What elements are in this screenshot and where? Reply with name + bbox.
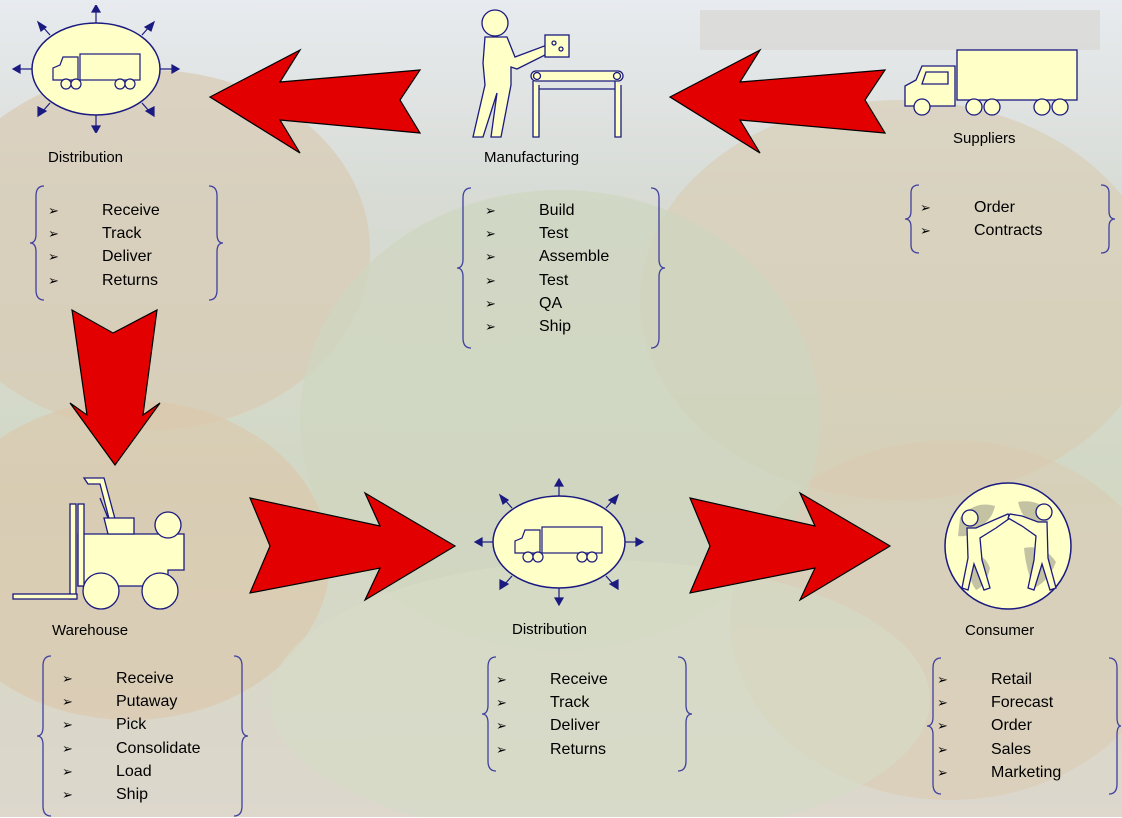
arrowhead-bullet-icon: ➢: [62, 787, 73, 803]
consumer-right-brace: [1108, 657, 1122, 795]
consumer-task-list: ➢Retail ➢Forecast ➢Order ➢Sales ➢Marketi…: [937, 668, 1061, 784]
arrowhead-bullet-icon: ➢: [937, 764, 948, 780]
list-item: ➢Track: [48, 222, 160, 245]
list-item: ➢Marketing: [937, 761, 1061, 784]
distribution-top-right-brace: [208, 185, 224, 301]
list-item: ➢Pick: [62, 713, 201, 736]
arrowhead-bullet-icon: ➢: [48, 226, 59, 242]
arrowhead-bullet-icon: ➢: [485, 226, 496, 242]
arrowhead-bullet-icon: ➢: [937, 672, 948, 687]
list-item: ➢Receive: [48, 199, 160, 222]
list-item: ➢Forecast: [937, 691, 1061, 714]
arrowhead-bullet-icon: ➢: [937, 741, 948, 757]
list-item: ➢Test: [485, 222, 609, 245]
distribution-bottom-task-list: ➢Receive ➢Track ➢Deliver ➢Returns: [496, 668, 608, 761]
arrowhead-bullet-icon: ➢: [485, 272, 496, 288]
arrowhead-bullet-icon: ➢: [920, 200, 931, 215]
arrowhead-bullet-icon: ➢: [485, 295, 496, 311]
list-item: ➢QA: [485, 292, 609, 315]
list-item: ➢Returns: [496, 738, 608, 761]
list-item: ➢Retail: [937, 668, 1061, 691]
warehouse-forklift-icon: [12, 477, 185, 610]
list-item: ➢Receive: [62, 667, 201, 690]
manufacturing-right-brace: [650, 187, 666, 349]
arrowhead-bullet-icon: ➢: [48, 203, 59, 218]
list-item: ➢Returns: [48, 269, 160, 292]
arrowhead-bullet-icon: ➢: [937, 718, 948, 734]
distribution-top-label: Distribution: [48, 149, 124, 166]
manufacturing-task-list: ➢Build ➢Test ➢Assemble ➢Test ➢QA ➢Ship: [485, 199, 609, 338]
arrow-suppliers-to-manufacturing: [668, 48, 887, 154]
arrowhead-bullet-icon: ➢: [496, 718, 507, 734]
warehouse-right-brace: [233, 655, 249, 817]
list-item: ➢Deliver: [48, 245, 160, 268]
list-item: ➢Test: [485, 269, 609, 292]
arrow-distribution-to-consumer: [689, 491, 892, 602]
manufacturing-label: Manufacturing: [484, 149, 580, 166]
list-item: ➢Build: [485, 199, 609, 222]
arrow-manufacturing-to-distribution: [208, 48, 422, 154]
arrowhead-bullet-icon: ➢: [62, 694, 73, 710]
arrowhead-bullet-icon: ➢: [496, 741, 507, 757]
list-item: ➢Sales: [937, 738, 1061, 761]
list-item: ➢Deliver: [496, 714, 608, 737]
list-item: ➢Ship: [485, 315, 609, 338]
arrowhead-bullet-icon: ➢: [485, 203, 496, 218]
arrowhead-bullet-icon: ➢: [48, 272, 59, 288]
list-item: ➢Order: [920, 196, 1042, 219]
list-item: ➢Load: [62, 760, 201, 783]
list-item: ➢Receive: [496, 668, 608, 691]
warehouse-task-list: ➢Receive ➢Putaway ➢Pick ➢Consolidate ➢Lo…: [62, 667, 201, 806]
distribution-truck-icon: [11, 5, 181, 133]
arrowhead-bullet-icon: ➢: [62, 717, 73, 733]
distribution-truck-icon: [473, 478, 645, 606]
warehouse-label: Warehouse: [52, 622, 129, 639]
consumer-left-brace: [926, 657, 942, 795]
list-item: ➢Consolidate: [62, 737, 201, 760]
distribution-top-left-brace: [29, 185, 45, 301]
list-item: ➢Order: [937, 714, 1061, 737]
arrowhead-bullet-icon: ➢: [920, 223, 931, 239]
distribution-bottom-left-brace: [481, 656, 497, 772]
arrowhead-bullet-icon: ➢: [62, 671, 73, 686]
suppliers-truck-icon: [904, 49, 1078, 116]
arrow-warehouse-to-distribution: [249, 491, 457, 602]
arrowhead-bullet-icon: ➢: [62, 740, 73, 756]
distribution-bottom-right-brace: [677, 656, 693, 772]
manufacturing-left-brace: [456, 187, 472, 349]
suppliers-task-list: ➢Order ➢Contracts: [920, 196, 1042, 242]
manufacturing-worker-icon: [472, 9, 624, 138]
consumer-label: Consumer: [965, 622, 1035, 639]
arrow-distribution-to-warehouse: [69, 308, 161, 467]
list-item: ➢Putaway: [62, 690, 201, 713]
list-item: ➢Contracts: [920, 219, 1042, 242]
suppliers-label: Suppliers: [953, 130, 1016, 147]
distribution-top-task-list: ➢Receive ➢Track ➢Deliver ➢Returns: [48, 199, 160, 292]
distribution-bottom-label: Distribution: [512, 621, 588, 638]
arrowhead-bullet-icon: ➢: [937, 695, 948, 711]
consumer-globe-handshake-icon: [944, 482, 1072, 610]
arrowhead-bullet-icon: ➢: [485, 319, 496, 335]
list-item: ➢Track: [496, 691, 608, 714]
list-item: ➢Ship: [62, 783, 201, 806]
arrowhead-bullet-icon: ➢: [485, 249, 496, 265]
suppliers-right-brace: [1100, 184, 1116, 254]
arrowhead-bullet-icon: ➢: [496, 672, 507, 687]
arrowhead-bullet-icon: ➢: [48, 249, 59, 265]
suppliers-left-brace: [904, 184, 920, 254]
list-item: ➢Assemble: [485, 245, 609, 268]
arrowhead-bullet-icon: ➢: [62, 763, 73, 779]
warehouse-left-brace: [36, 655, 52, 817]
arrowhead-bullet-icon: ➢: [496, 695, 507, 711]
